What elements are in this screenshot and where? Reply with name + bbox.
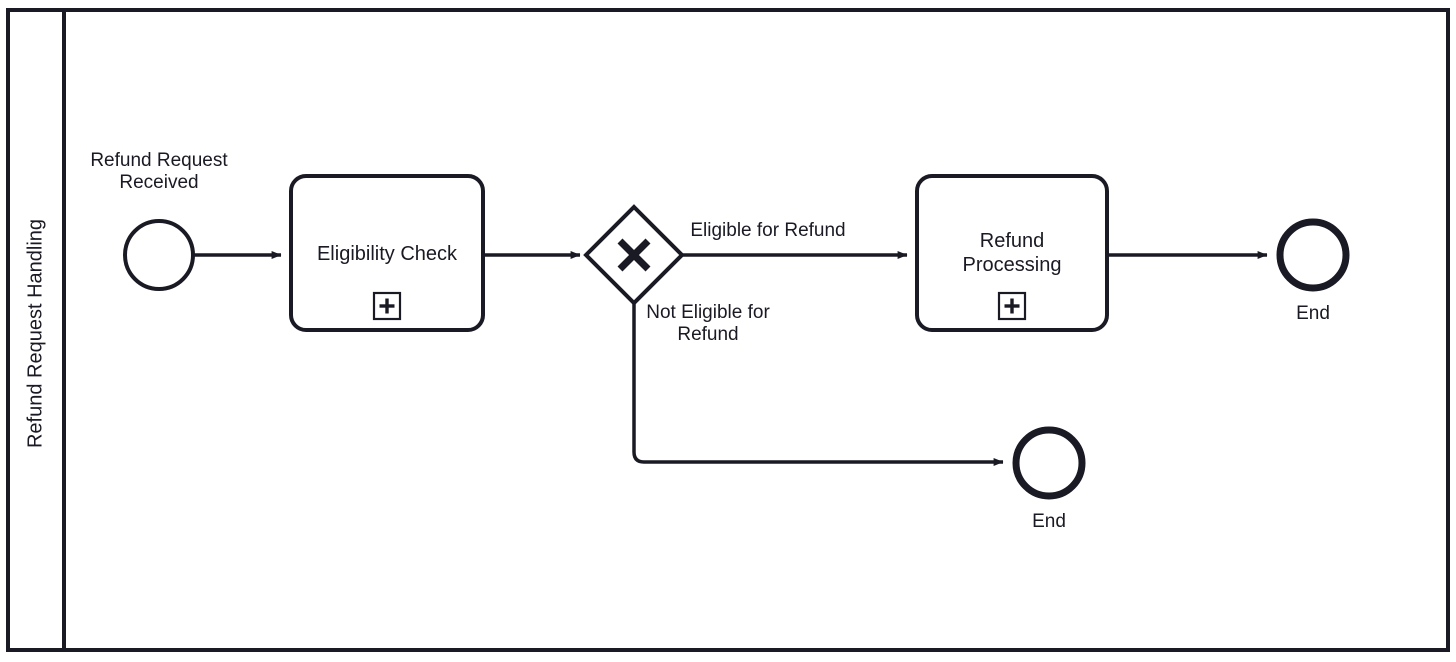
- end-event-bottom-shape[interactable]: [1012, 426, 1086, 500]
- subprocess-plus-marker-icon-2-box: [997, 291, 1027, 321]
- pool-boundary: [6, 8, 1450, 652]
- pool-label: Refund Request Handling: [24, 218, 47, 449]
- end-event-top-shape[interactable]: [1276, 218, 1350, 292]
- exclusive-gateway-x-icon-b: [617, 238, 651, 272]
- task-refund-processing-shape[interactable]: [915, 174, 1109, 332]
- task-eligibility-check-shape[interactable]: [289, 174, 485, 332]
- flow-gateway-to-end-bottom: [632, 303, 1004, 466]
- start-event-shape[interactable]: [123, 219, 195, 291]
